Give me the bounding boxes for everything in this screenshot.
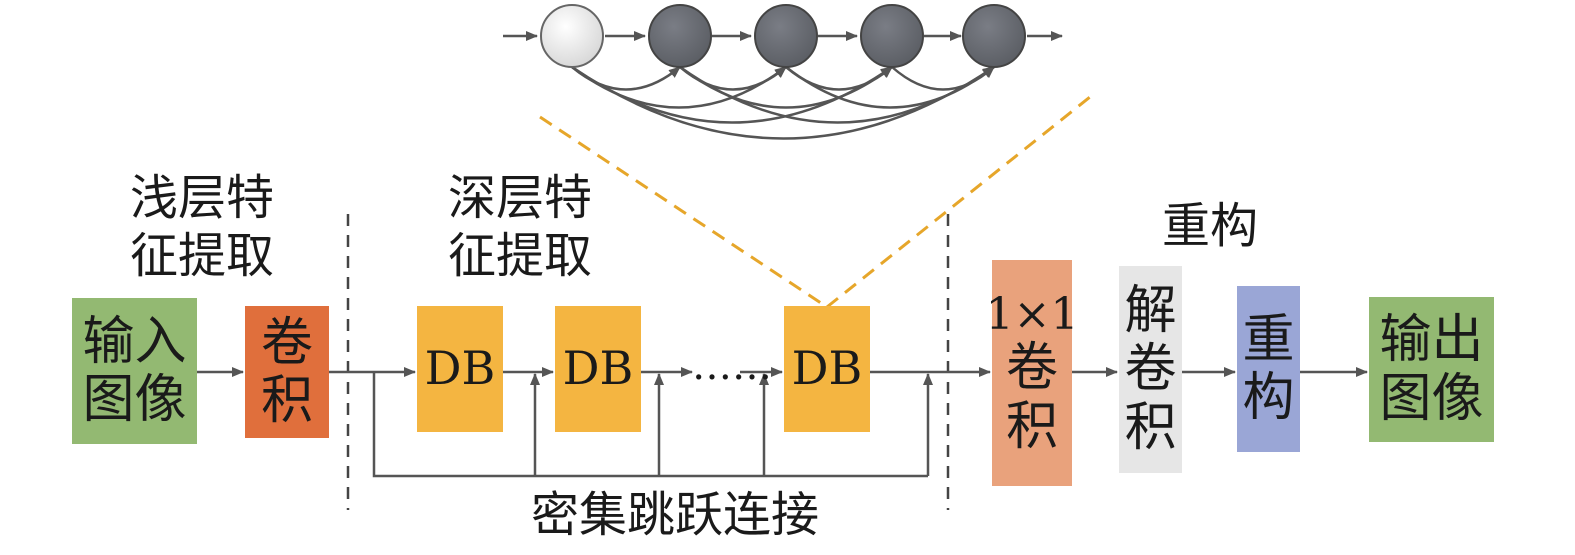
deconv-box: 解 卷 积 — [1119, 266, 1182, 473]
dense-skip-connections — [372, 372, 933, 478]
dense-block-3: DB — [784, 306, 870, 432]
node-dark-3 — [860, 4, 924, 68]
node-white — [540, 4, 604, 68]
input-image-box: 输入 图像 — [72, 298, 197, 444]
zoom-dashed-lines — [539, 91, 1096, 309]
shallow-feature-label: 浅层特 征提取 — [129, 170, 274, 284]
section-dividers — [346, 214, 950, 510]
node-dark-1 — [648, 4, 712, 68]
dense-block-1: DB — [417, 306, 503, 432]
deep-feature-label: 深层特 征提取 — [447, 170, 592, 284]
dense-block-2: DB — [555, 306, 641, 432]
node-dark-2 — [754, 4, 818, 68]
reconstruction-label: 重构 — [1161, 198, 1258, 254]
output-image-box: 输出 图像 — [1369, 297, 1494, 442]
conv-1x1-box: 1×1 卷 积 — [986, 260, 1078, 486]
shallow-conv-box: 卷 积 — [245, 306, 329, 438]
dense-skip-label: 密集跳跃连接 — [530, 487, 819, 543]
dense-block-detail — [503, 31, 1063, 140]
reconstruct-box: 重 构 — [1237, 286, 1300, 452]
node-dark-4 — [962, 4, 1026, 68]
ellipsis: …… — [692, 343, 772, 389]
